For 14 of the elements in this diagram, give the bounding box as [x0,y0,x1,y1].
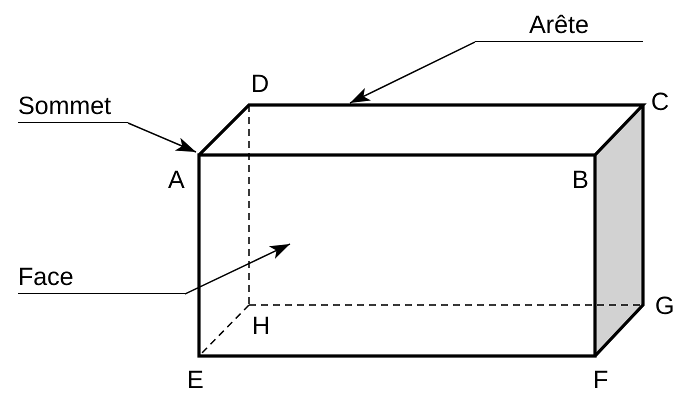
vertex-label: A [168,168,185,193]
callout-label: Sommet [18,88,128,123]
leader-arrow [184,243,290,295]
vertex-label: D [251,72,270,97]
callout-label: Arête [475,6,643,42]
vertex-label: B [572,168,589,193]
vertex-label: E [187,368,204,393]
vertex-label: F [593,368,608,393]
vertex-label: G [655,294,674,319]
vertex-label: C [651,90,670,115]
leader-arrow [350,41,476,104]
leader-arrow [128,122,196,153]
callout-label: Face [18,258,185,294]
vertex-label: H [252,314,270,339]
